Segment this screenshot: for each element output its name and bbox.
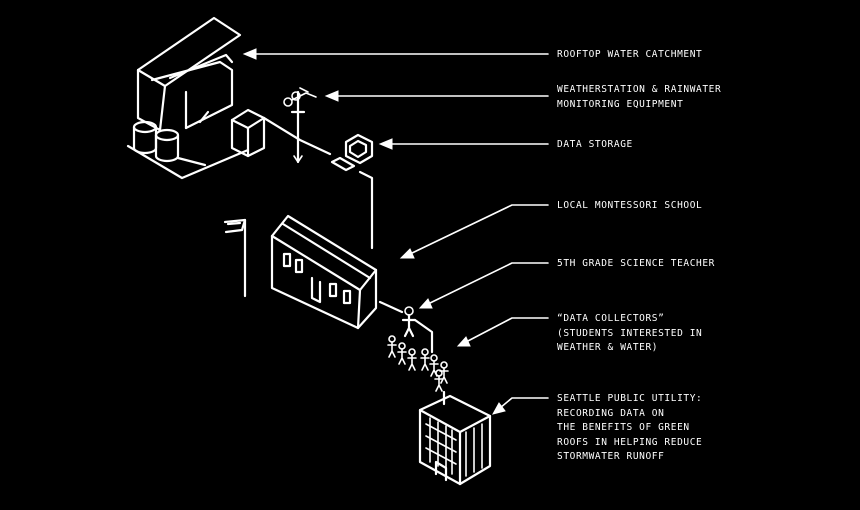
student-figures-icon	[387, 335, 449, 406]
weather-station-icon	[283, 87, 317, 164]
arrow-rooftop	[242, 48, 549, 60]
label-rooftop-water-catchment: ROOFTOP WATER CATCHMENT	[557, 49, 703, 60]
arrow-collectors	[456, 317, 549, 347]
teacher-figure-icon	[401, 306, 434, 354]
leader-arrows	[242, 48, 549, 415]
arrow-data-storage	[378, 138, 549, 150]
utility-building-icon	[418, 394, 492, 486]
flag-icon	[223, 218, 247, 298]
label-montessori-school: LOCAL MONTESSORI SCHOOL	[557, 200, 703, 211]
arrow-school	[399, 204, 549, 259]
storage-box-icon	[230, 108, 332, 158]
label-data-storage: DATA STORAGE	[557, 139, 633, 150]
arrow-utility	[492, 397, 549, 415]
rain-barrel-icon	[126, 120, 250, 180]
arrow-teacher	[418, 262, 549, 309]
label-science-teacher: 5TH GRADE SCIENCE TEACHER	[557, 258, 715, 269]
school-building-icon	[270, 214, 404, 330]
label-seattle-public-utility: SEATTLE PUBLIC UTILITY: RECORDING DATA O…	[557, 393, 703, 462]
label-weatherstation: WEATHERSTATION & RAINWATER MONITORING EQ…	[557, 84, 722, 110]
computer-icon	[330, 133, 374, 250]
building-roof-catchment-icon	[136, 16, 242, 132]
label-data-collectors: “DATA COLLECTORS” (STUDENTS INTERESTED I…	[557, 313, 703, 353]
arrow-weather	[324, 90, 549, 102]
